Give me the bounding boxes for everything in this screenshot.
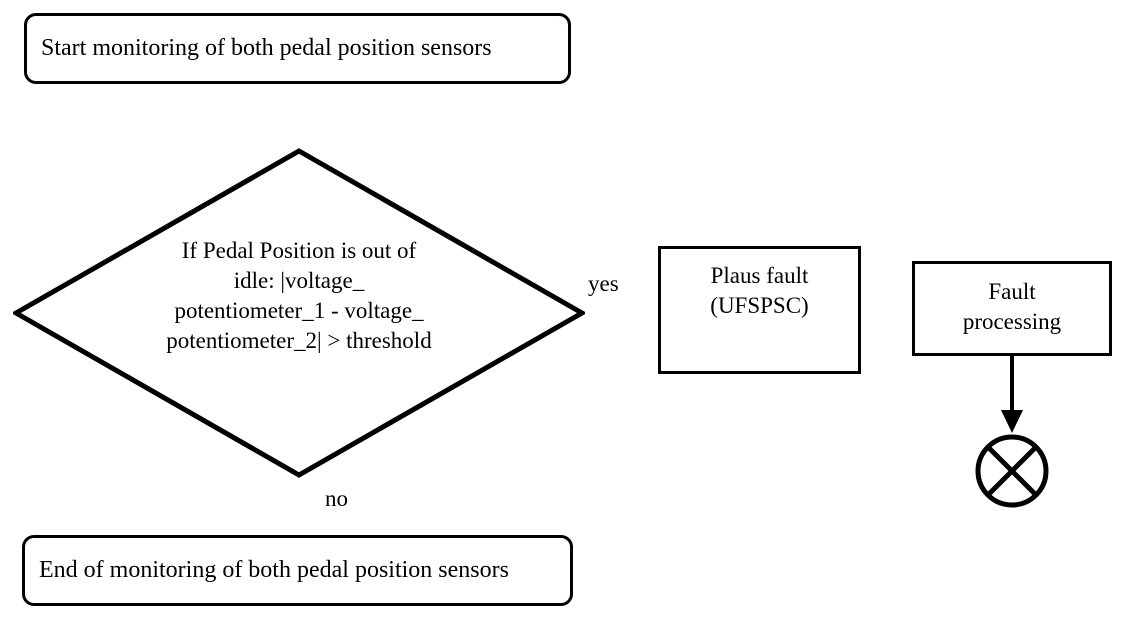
end-terminator-box: End of monitoring of both pedal position… [22, 535, 573, 606]
crossed-circle-icon [975, 434, 1049, 508]
end-terminator-label: End of monitoring of both pedal position… [39, 557, 509, 584]
fault-processing-to-terminator-arrow [988, 353, 1038, 439]
start-terminator-label: Start monitoring of both pedal position … [41, 35, 492, 62]
plaus-fault-label: Plaus fault (UFSPSC) [710, 263, 809, 318]
decision-condition-label: If Pedal Position is out of idle: |volta… [166, 238, 432, 353]
edge-label-yes: yes [588, 271, 619, 296]
arrow-icon [1001, 353, 1023, 433]
start-terminator-box: Start monitoring of both pedal position … [24, 13, 571, 84]
fault-processing-box: Fault processing [912, 261, 1112, 356]
plaus-fault-box: Plaus fault (UFSPSC) [658, 246, 861, 374]
edge-label-no: no [325, 486, 348, 511]
fault-processing-label: Fault processing [962, 279, 1062, 334]
decision-diamond-node: If Pedal Position is out of idle: |volta… [13, 148, 585, 478]
decision-diamond-shape [13, 148, 585, 478]
crossed-circle-terminator [974, 433, 1050, 509]
